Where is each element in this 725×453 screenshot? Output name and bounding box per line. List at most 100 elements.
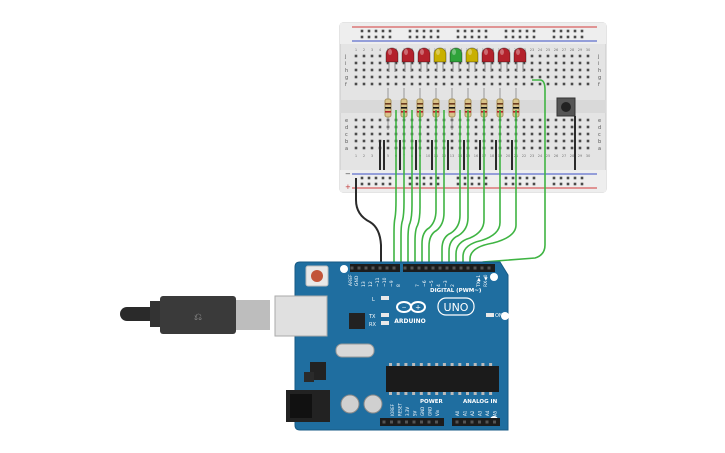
breadboard-hole[interactable]	[474, 68, 478, 72]
header-hole[interactable]	[364, 266, 368, 270]
breadboard-hole[interactable]	[530, 82, 534, 86]
led[interactable]	[433, 47, 447, 63]
rail-hole[interactable]	[580, 29, 584, 33]
breadboard-hole[interactable]	[378, 82, 382, 86]
header-hole[interactable]	[417, 266, 421, 270]
breadboard-hole[interactable]	[538, 139, 542, 143]
breadboard-hole[interactable]	[386, 75, 390, 79]
breadboard-hole[interactable]	[370, 146, 374, 150]
header-hole[interactable]	[466, 266, 470, 270]
rail-hole[interactable]	[559, 182, 563, 186]
rail-hole[interactable]	[566, 29, 570, 33]
breadboard-hole[interactable]	[586, 54, 590, 58]
rail-hole[interactable]	[381, 176, 385, 180]
signal-wire[interactable]	[393, 110, 397, 268]
breadboard-hole[interactable]	[434, 61, 438, 65]
breadboard-hole[interactable]	[370, 139, 374, 143]
signal-wire[interactable]	[400, 110, 405, 268]
breadboard-hole[interactable]	[362, 146, 366, 150]
breadboard-hole[interactable]	[394, 68, 398, 72]
header-hole[interactable]	[480, 266, 484, 270]
rail-hole[interactable]	[477, 182, 481, 186]
breadboard-hole[interactable]	[362, 82, 366, 86]
rail-hole[interactable]	[463, 176, 467, 180]
breadboard-hole[interactable]	[426, 75, 430, 79]
rail-hole[interactable]	[573, 35, 577, 39]
rail-hole[interactable]	[518, 176, 522, 180]
breadboard-hole[interactable]	[354, 68, 358, 72]
header-hole[interactable]	[390, 420, 393, 424]
breadboard-hole[interactable]	[522, 125, 526, 129]
header-hole[interactable]	[435, 420, 438, 424]
rail-hole[interactable]	[580, 182, 584, 186]
rail-hole[interactable]	[484, 182, 488, 186]
breadboard-hole[interactable]	[570, 146, 574, 150]
usb-cable[interactable]: ⎌	[120, 296, 270, 334]
breadboard-hole[interactable]	[490, 139, 494, 143]
header-hole[interactable]	[392, 266, 396, 270]
breadboard-hole[interactable]	[426, 68, 430, 72]
breadboard-hole[interactable]	[546, 75, 550, 79]
breadboard-hole[interactable]	[562, 82, 566, 86]
breadboard-hole[interactable]	[426, 61, 430, 65]
rail-hole[interactable]	[367, 29, 371, 33]
breadboard-hole[interactable]	[570, 125, 574, 129]
signal-wires[interactable]	[393, 79, 546, 269]
breadboard-hole[interactable]	[418, 68, 422, 72]
breadboard-hole[interactable]	[514, 61, 518, 65]
rail-hole[interactable]	[504, 176, 508, 180]
rail-hole[interactable]	[374, 182, 378, 186]
rail-hole[interactable]	[422, 29, 426, 33]
breadboard-hole[interactable]	[538, 68, 542, 72]
breadboard-hole[interactable]	[418, 61, 422, 65]
breadboard-hole[interactable]	[506, 118, 510, 122]
breadboard-hole[interactable]	[474, 132, 478, 136]
breadboard-hole[interactable]	[514, 75, 518, 79]
breadboard-hole[interactable]	[450, 75, 454, 79]
rail-hole[interactable]	[415, 182, 419, 186]
rail-hole[interactable]	[580, 176, 584, 180]
header-hole[interactable]	[445, 266, 449, 270]
breadboard-hole[interactable]	[378, 75, 382, 79]
rail-hole[interactable]	[408, 29, 412, 33]
analog-header[interactable]	[452, 418, 500, 426]
breadboard-hole[interactable]	[378, 68, 382, 72]
header-hole[interactable]	[455, 420, 459, 424]
breadboard-hole[interactable]	[554, 125, 558, 129]
ground-jumpers[interactable]	[379, 140, 513, 170]
breadboard-hole[interactable]	[554, 82, 558, 86]
breadboard-hole[interactable]	[522, 139, 526, 143]
breadboard-hole[interactable]	[546, 139, 550, 143]
header-hole[interactable]	[463, 420, 466, 424]
rail-hole[interactable]	[559, 176, 563, 180]
rail-hole[interactable]	[388, 176, 392, 180]
breadboard-hole[interactable]	[354, 75, 358, 79]
rail-hole[interactable]	[388, 29, 392, 33]
breadboard-hole[interactable]	[482, 61, 486, 65]
header-hole[interactable]	[459, 266, 463, 270]
breadboard-hole[interactable]	[354, 82, 358, 86]
breadboard-hole[interactable]	[554, 68, 558, 72]
breadboard-hole[interactable]	[586, 139, 590, 143]
breadboard-hole[interactable]	[450, 82, 454, 86]
breadboard-hole[interactable]	[522, 132, 526, 136]
breadboard-hole[interactable]	[506, 82, 510, 86]
breadboard-hole[interactable]	[378, 61, 382, 65]
led[interactable]	[497, 47, 511, 63]
rail-hole[interactable]	[360, 35, 364, 39]
rail-hole[interactable]	[422, 182, 426, 186]
rail-hole[interactable]	[511, 29, 515, 33]
breadboard-hole[interactable]	[362, 54, 366, 58]
breadboard-hole[interactable]	[386, 68, 390, 72]
rail-hole[interactable]	[456, 29, 460, 33]
rail-hole[interactable]	[525, 35, 529, 39]
header-hole[interactable]	[412, 420, 416, 424]
header-hole[interactable]	[405, 420, 408, 424]
breadboard-hole[interactable]	[354, 54, 358, 58]
rail-hole[interactable]	[552, 182, 556, 186]
breadboard-hole[interactable]	[514, 68, 518, 72]
breadboard-hole[interactable]	[506, 61, 510, 65]
led[interactable]	[481, 47, 495, 63]
breadboard-hole[interactable]	[354, 118, 358, 122]
header-hole[interactable]	[397, 420, 401, 424]
